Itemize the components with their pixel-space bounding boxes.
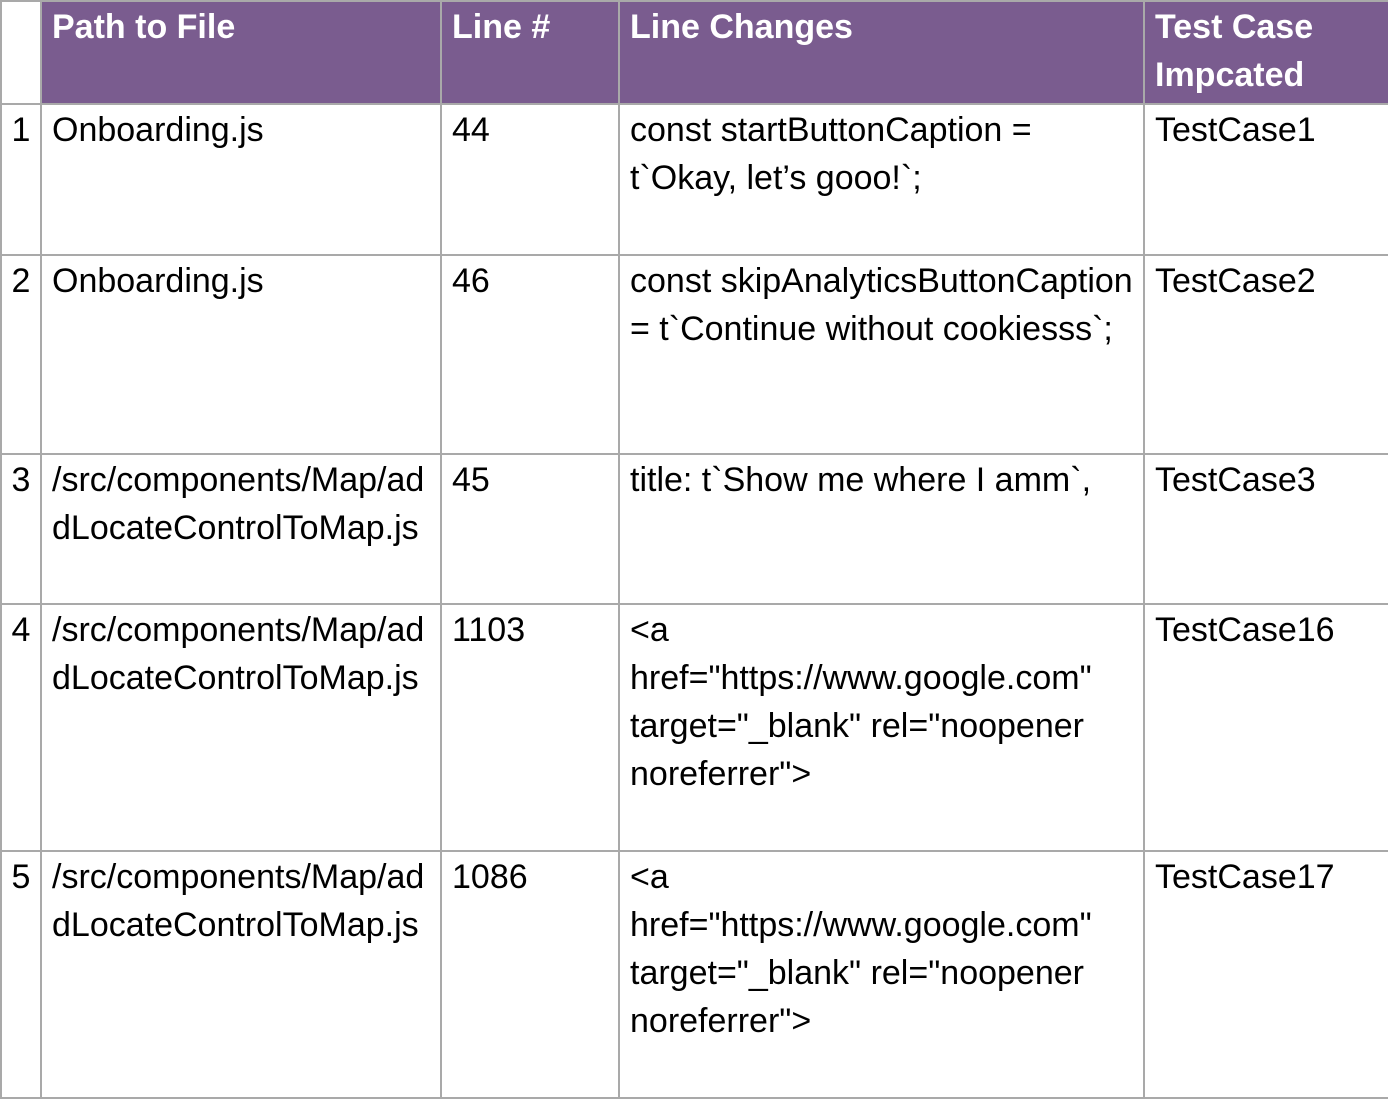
corner-cell[interactable] [0, 0, 42, 105]
row-number[interactable]: 5 [0, 850, 42, 1099]
cell-changes[interactable]: title: t`Show me where I amm`, [618, 453, 1145, 605]
header-test-case[interactable]: Test Case Impcated [1143, 0, 1388, 105]
cell-test-case[interactable]: TestCase16 [1143, 603, 1388, 852]
cell-changes[interactable]: <a href="https://www.google.com" target=… [618, 603, 1145, 852]
cell-path[interactable]: Onboarding.js [40, 103, 442, 256]
table-row: 3 /src/components/Map/addLocateControlTo… [0, 453, 1388, 605]
header-line[interactable]: Line # [440, 0, 620, 105]
cell-changes[interactable]: <a href="https://www.google.com" target=… [618, 850, 1145, 1099]
cell-changes[interactable]: const skipAnalyticsButtonCaption = t`Con… [618, 254, 1145, 455]
header-changes[interactable]: Line Changes [618, 0, 1145, 105]
table-row: 2 Onboarding.js 46 const skipAnalyticsBu… [0, 254, 1388, 455]
cell-line[interactable]: 1103 [440, 603, 620, 852]
cell-test-case[interactable]: TestCase3 [1143, 453, 1388, 605]
cell-line[interactable]: 44 [440, 103, 620, 256]
cell-line[interactable]: 46 [440, 254, 620, 455]
table-row: 4 /src/components/Map/addLocateControlTo… [0, 603, 1388, 852]
cell-path[interactable]: Onboarding.js [40, 254, 442, 455]
cell-test-case[interactable]: TestCase1 [1143, 103, 1388, 256]
row-number[interactable]: 4 [0, 603, 42, 852]
cell-path[interactable]: /src/components/Map/addLocateControlToMa… [40, 850, 442, 1099]
cell-changes[interactable]: const startButtonCaption = t`Okay, let’s… [618, 103, 1145, 256]
cell-path[interactable]: /src/components/Map/addLocateControlToMa… [40, 603, 442, 852]
row-number[interactable]: 2 [0, 254, 42, 455]
cell-line[interactable]: 1086 [440, 850, 620, 1099]
cell-line[interactable]: 45 [440, 453, 620, 605]
cell-test-case[interactable]: TestCase2 [1143, 254, 1388, 455]
cell-path[interactable]: /src/components/Map/addLocateControlToMa… [40, 453, 442, 605]
cell-test-case[interactable]: TestCase17 [1143, 850, 1388, 1099]
table-row: 1 Onboarding.js 44 const startButtonCapt… [0, 103, 1388, 256]
header-row: Path to File Line # Line Changes Test Ca… [0, 0, 1388, 105]
table-row: 5 /src/components/Map/addLocateControlTo… [0, 850, 1388, 1099]
header-path[interactable]: Path to File [40, 0, 442, 105]
row-number[interactable]: 1 [0, 103, 42, 256]
row-number[interactable]: 3 [0, 453, 42, 605]
